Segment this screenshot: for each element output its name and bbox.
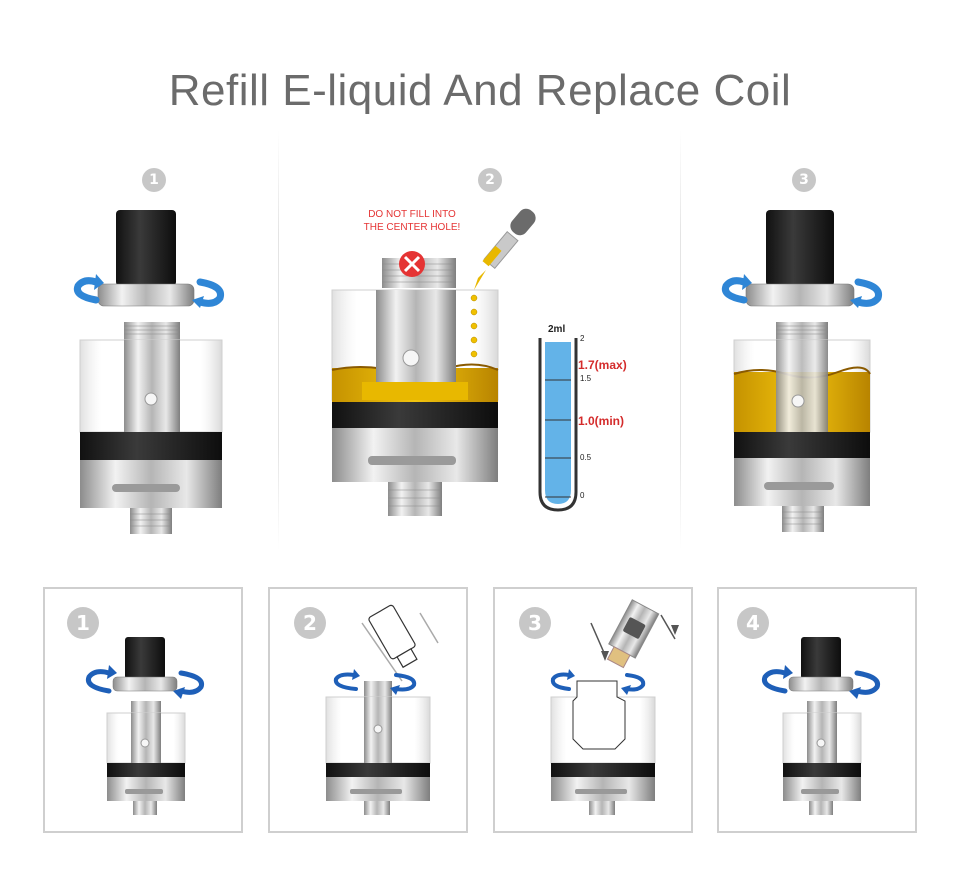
- tube-min-label: 1.0(min): [578, 414, 625, 428]
- coil-step-2-box: 2: [268, 587, 468, 833]
- tube-capacity-label: 2ml: [548, 324, 566, 335]
- measuring-tube: [538, 338, 578, 512]
- tube-tick-2: 2: [580, 334, 585, 343]
- coil-step-1-illustration: [85, 637, 205, 815]
- warning-line-1: DO NOT FILL INTO: [368, 209, 456, 220]
- top-step-2-badge: 2: [478, 168, 502, 192]
- coil-step-3-illustration: [550, 599, 679, 815]
- page-title: Refill E-liquid And Replace Coil: [168, 66, 792, 115]
- tube-max-label: 1.7(max): [578, 358, 627, 372]
- tube-tick-1-5: 1.5: [580, 374, 592, 383]
- rotate-arrows-top-3: [721, 277, 883, 307]
- coil-step-4-badge: 4: [737, 607, 769, 639]
- tube-tick-0: 0: [580, 491, 585, 500]
- warning-line-2: THE CENTER HOLE!: [363, 222, 461, 233]
- rotate-arrows-top-1: [73, 277, 225, 307]
- divider-right: [680, 130, 681, 550]
- top-step-1-badge: 1: [142, 168, 166, 192]
- coil-step-2-illustration: [325, 604, 439, 815]
- coil-step-4-illustration: [761, 637, 881, 815]
- coil-step-2-badge: 2: [294, 607, 326, 639]
- tube-tick-0-5: 0.5: [580, 453, 592, 462]
- tank-top-3: [733, 210, 871, 532]
- tank-top-2: [331, 258, 499, 516]
- coil-step-3-box: 3: [493, 587, 693, 833]
- warning-text: DO NOT FILL INTO THE CENTER HOLE!: [352, 208, 472, 234]
- divider-left: [278, 130, 279, 550]
- tank-top-1: [79, 210, 223, 534]
- no-fill-center-icon: [399, 251, 425, 277]
- top-step-3-badge: 3: [792, 168, 816, 192]
- dropper-icon: [474, 208, 536, 290]
- coil-step-1-box: 1: [43, 587, 243, 833]
- coil-step-1-badge: 1: [67, 607, 99, 639]
- coil-step-3-badge: 3: [519, 607, 551, 639]
- coil-step-4-box: 4: [717, 587, 917, 833]
- drip-drops: [470, 294, 478, 358]
